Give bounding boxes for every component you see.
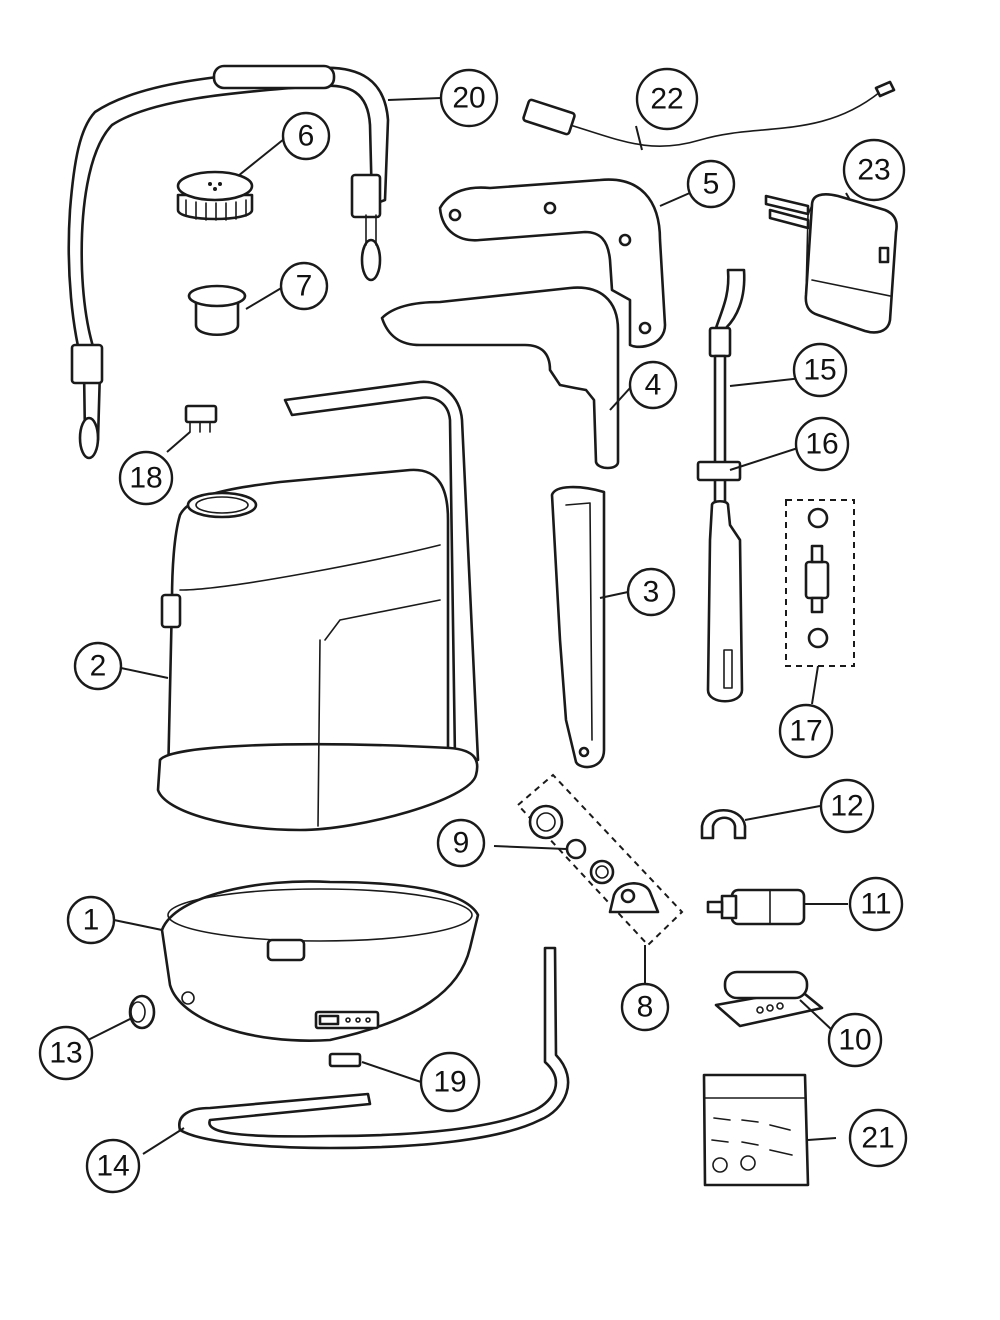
- svg-text:11: 11: [860, 888, 891, 921]
- handle-base: [380, 286, 620, 470]
- callout-2: 2: [73, 641, 123, 691]
- callout-1: 1: [66, 895, 116, 945]
- filter-basket: [187, 284, 247, 336]
- callout-22: 22: [635, 67, 699, 131]
- back-support-plate: [550, 485, 606, 769]
- handle-cover: [438, 178, 667, 349]
- callout-5: 5: [686, 159, 736, 209]
- callout-18: 18: [118, 450, 174, 506]
- svg-text:3: 3: [643, 576, 660, 609]
- callout-10: 10: [827, 1012, 883, 1068]
- svg-text:18: 18: [129, 462, 162, 495]
- electric-pump: [706, 888, 806, 926]
- callout-13: 13: [38, 1025, 94, 1081]
- pump-valve-kit: [516, 773, 684, 947]
- spray-lance: [696, 268, 746, 703]
- callout-16: 16: [794, 416, 850, 472]
- svg-text:12: 12: [830, 790, 863, 823]
- screw-bag: [702, 1073, 810, 1187]
- callout-8: 8: [620, 982, 670, 1032]
- svg-text:8: 8: [637, 991, 654, 1024]
- svg-text:10: 10: [838, 1024, 871, 1057]
- callout-19: 19: [419, 1051, 481, 1113]
- callout-14: 14: [85, 1138, 141, 1194]
- tank-cap: [176, 170, 254, 221]
- drain-plug: [128, 994, 156, 1030]
- callout-20: 20: [439, 68, 499, 128]
- svg-text:2: 2: [90, 650, 107, 683]
- callout-21: 21: [848, 1108, 908, 1168]
- svg-text:6: 6: [298, 120, 315, 153]
- callout-9: 9: [436, 818, 486, 868]
- tank-base: [160, 880, 480, 1042]
- leader-lines: [87, 97, 851, 1155]
- foam-pad: [328, 1052, 362, 1068]
- suction-hose: [178, 946, 570, 1150]
- svg-text:9: 9: [453, 827, 470, 860]
- svg-text:20: 20: [452, 82, 485, 115]
- battery-pack: [714, 970, 824, 1028]
- svg-text:21: 21: [861, 1122, 894, 1155]
- callout-23: 23: [842, 138, 906, 202]
- shoulder-strap: [67, 64, 390, 460]
- svg-text:19: 19: [433, 1066, 466, 1099]
- callout-12: 12: [819, 778, 875, 834]
- lance-clip: [700, 809, 747, 840]
- callout-11: 11: [848, 876, 904, 932]
- callout-7: 7: [279, 261, 329, 311]
- svg-text:13: 13: [49, 1037, 82, 1070]
- svg-text:7: 7: [296, 270, 313, 303]
- svg-text:1: 1: [83, 904, 100, 937]
- spray-tank: [156, 380, 480, 832]
- svg-text:17: 17: [789, 715, 822, 748]
- svg-text:4: 4: [645, 369, 662, 402]
- svg-text:5: 5: [703, 168, 720, 201]
- rocker-switch: [184, 404, 218, 433]
- callout-6: 6: [281, 111, 331, 161]
- callout-17: 17: [778, 703, 834, 759]
- callout-3: 3: [626, 567, 676, 617]
- svg-text:23: 23: [857, 154, 890, 187]
- usb-cable: [522, 80, 896, 147]
- svg-text:16: 16: [805, 428, 838, 461]
- svg-text:22: 22: [650, 83, 683, 116]
- callout-15: 15: [792, 342, 848, 398]
- hose-fittings-kit: [785, 499, 855, 667]
- callout-4: 4: [628, 360, 678, 410]
- svg-text:14: 14: [96, 1150, 129, 1183]
- wall-charger: [764, 193, 898, 334]
- svg-text:15: 15: [803, 354, 836, 387]
